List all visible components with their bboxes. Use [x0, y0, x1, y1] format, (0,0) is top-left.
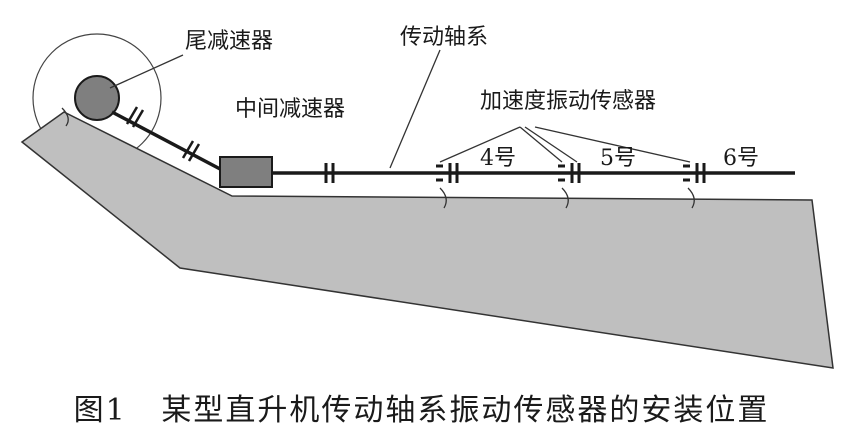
intermediate-gearbox — [219, 156, 273, 188]
leader-tail-gearbox — [109, 54, 184, 89]
coupling-upper — [125, 106, 145, 128]
leader-drive-shaft — [389, 49, 441, 169]
tail-gearbox — [74, 75, 120, 121]
fuselage-mark-3 — [561, 187, 569, 209]
coupling-sensor-4 — [436, 163, 459, 183]
inclined-shaft — [111, 110, 223, 172]
leader-sensor-6 — [534, 126, 691, 163]
label-sensor-5: 5号 — [600, 146, 636, 171]
fuselage-mark-1 — [61, 107, 69, 127]
label-drive-shaft-system: 传动轴系 — [400, 25, 488, 50]
coupling-sensor-5 — [558, 163, 581, 183]
coupling-sensor-6 — [683, 163, 706, 183]
leader-sensor-5b — [524, 126, 578, 163]
label-tail-gearbox: 尾减速器 — [185, 29, 273, 54]
label-accel-sensor: 加速度振动传感器 — [480, 89, 656, 114]
coupling-lower — [181, 140, 201, 162]
label-intermediate-gearbox: 中间减速器 — [235, 97, 345, 122]
shaft-diagram: 尾减速器 传动轴系 中间减速器 加速度振动传感器 4号 5号 6号 — [20, 25, 834, 369]
label-sensor-4: 4号 — [480, 146, 516, 171]
label-sensor-6: 6号 — [723, 146, 759, 171]
fuselage-mark-4 — [687, 187, 695, 209]
airframe-tail-boom — [20, 111, 834, 369]
leader-sensor-4 — [439, 126, 521, 163]
leader-lines — [109, 49, 691, 169]
coupling-1 — [324, 163, 335, 183]
figure-caption: 图1 某型直升机传动轴系振动传感器的安装位置 — [73, 393, 770, 428]
leader-sensor-5a — [519, 126, 563, 163]
fuselage-mark-2 — [439, 187, 447, 209]
